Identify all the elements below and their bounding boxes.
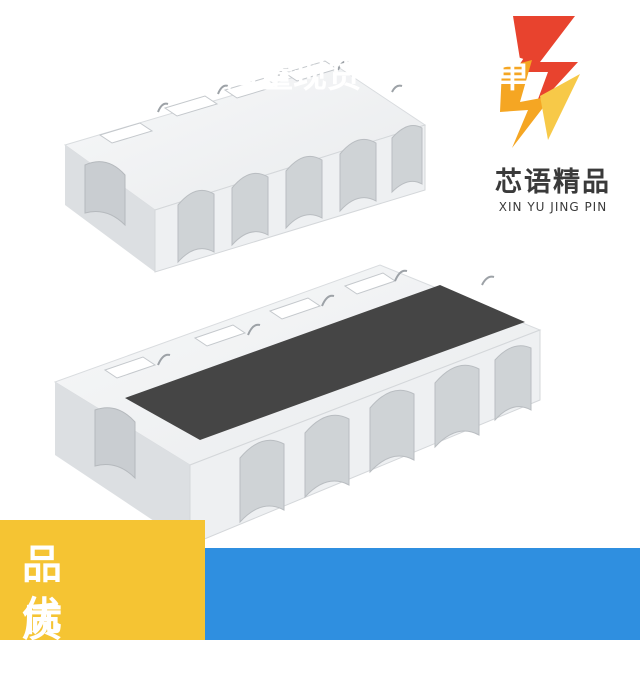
resistor-array-upper [63,60,427,273]
resistor-array-lower [53,264,542,546]
brand-logo-icon [500,16,580,148]
product-photo [53,16,580,546]
quality-line-1: 品 质 [22,542,96,646]
brand-name-chinese: 芯语精品 [495,167,611,198]
stock-banner-text: 海量现货 BOM配单 [225,56,530,96]
promo-banner: 品 质 优 选 [0,520,640,698]
brand-name-pinyin: XIN YU JING PIN [498,200,608,214]
resistive-film [125,285,525,440]
quality-line-2: 优 选 [22,594,96,698]
stock-banner [205,548,640,640]
quality-badge [0,520,205,640]
